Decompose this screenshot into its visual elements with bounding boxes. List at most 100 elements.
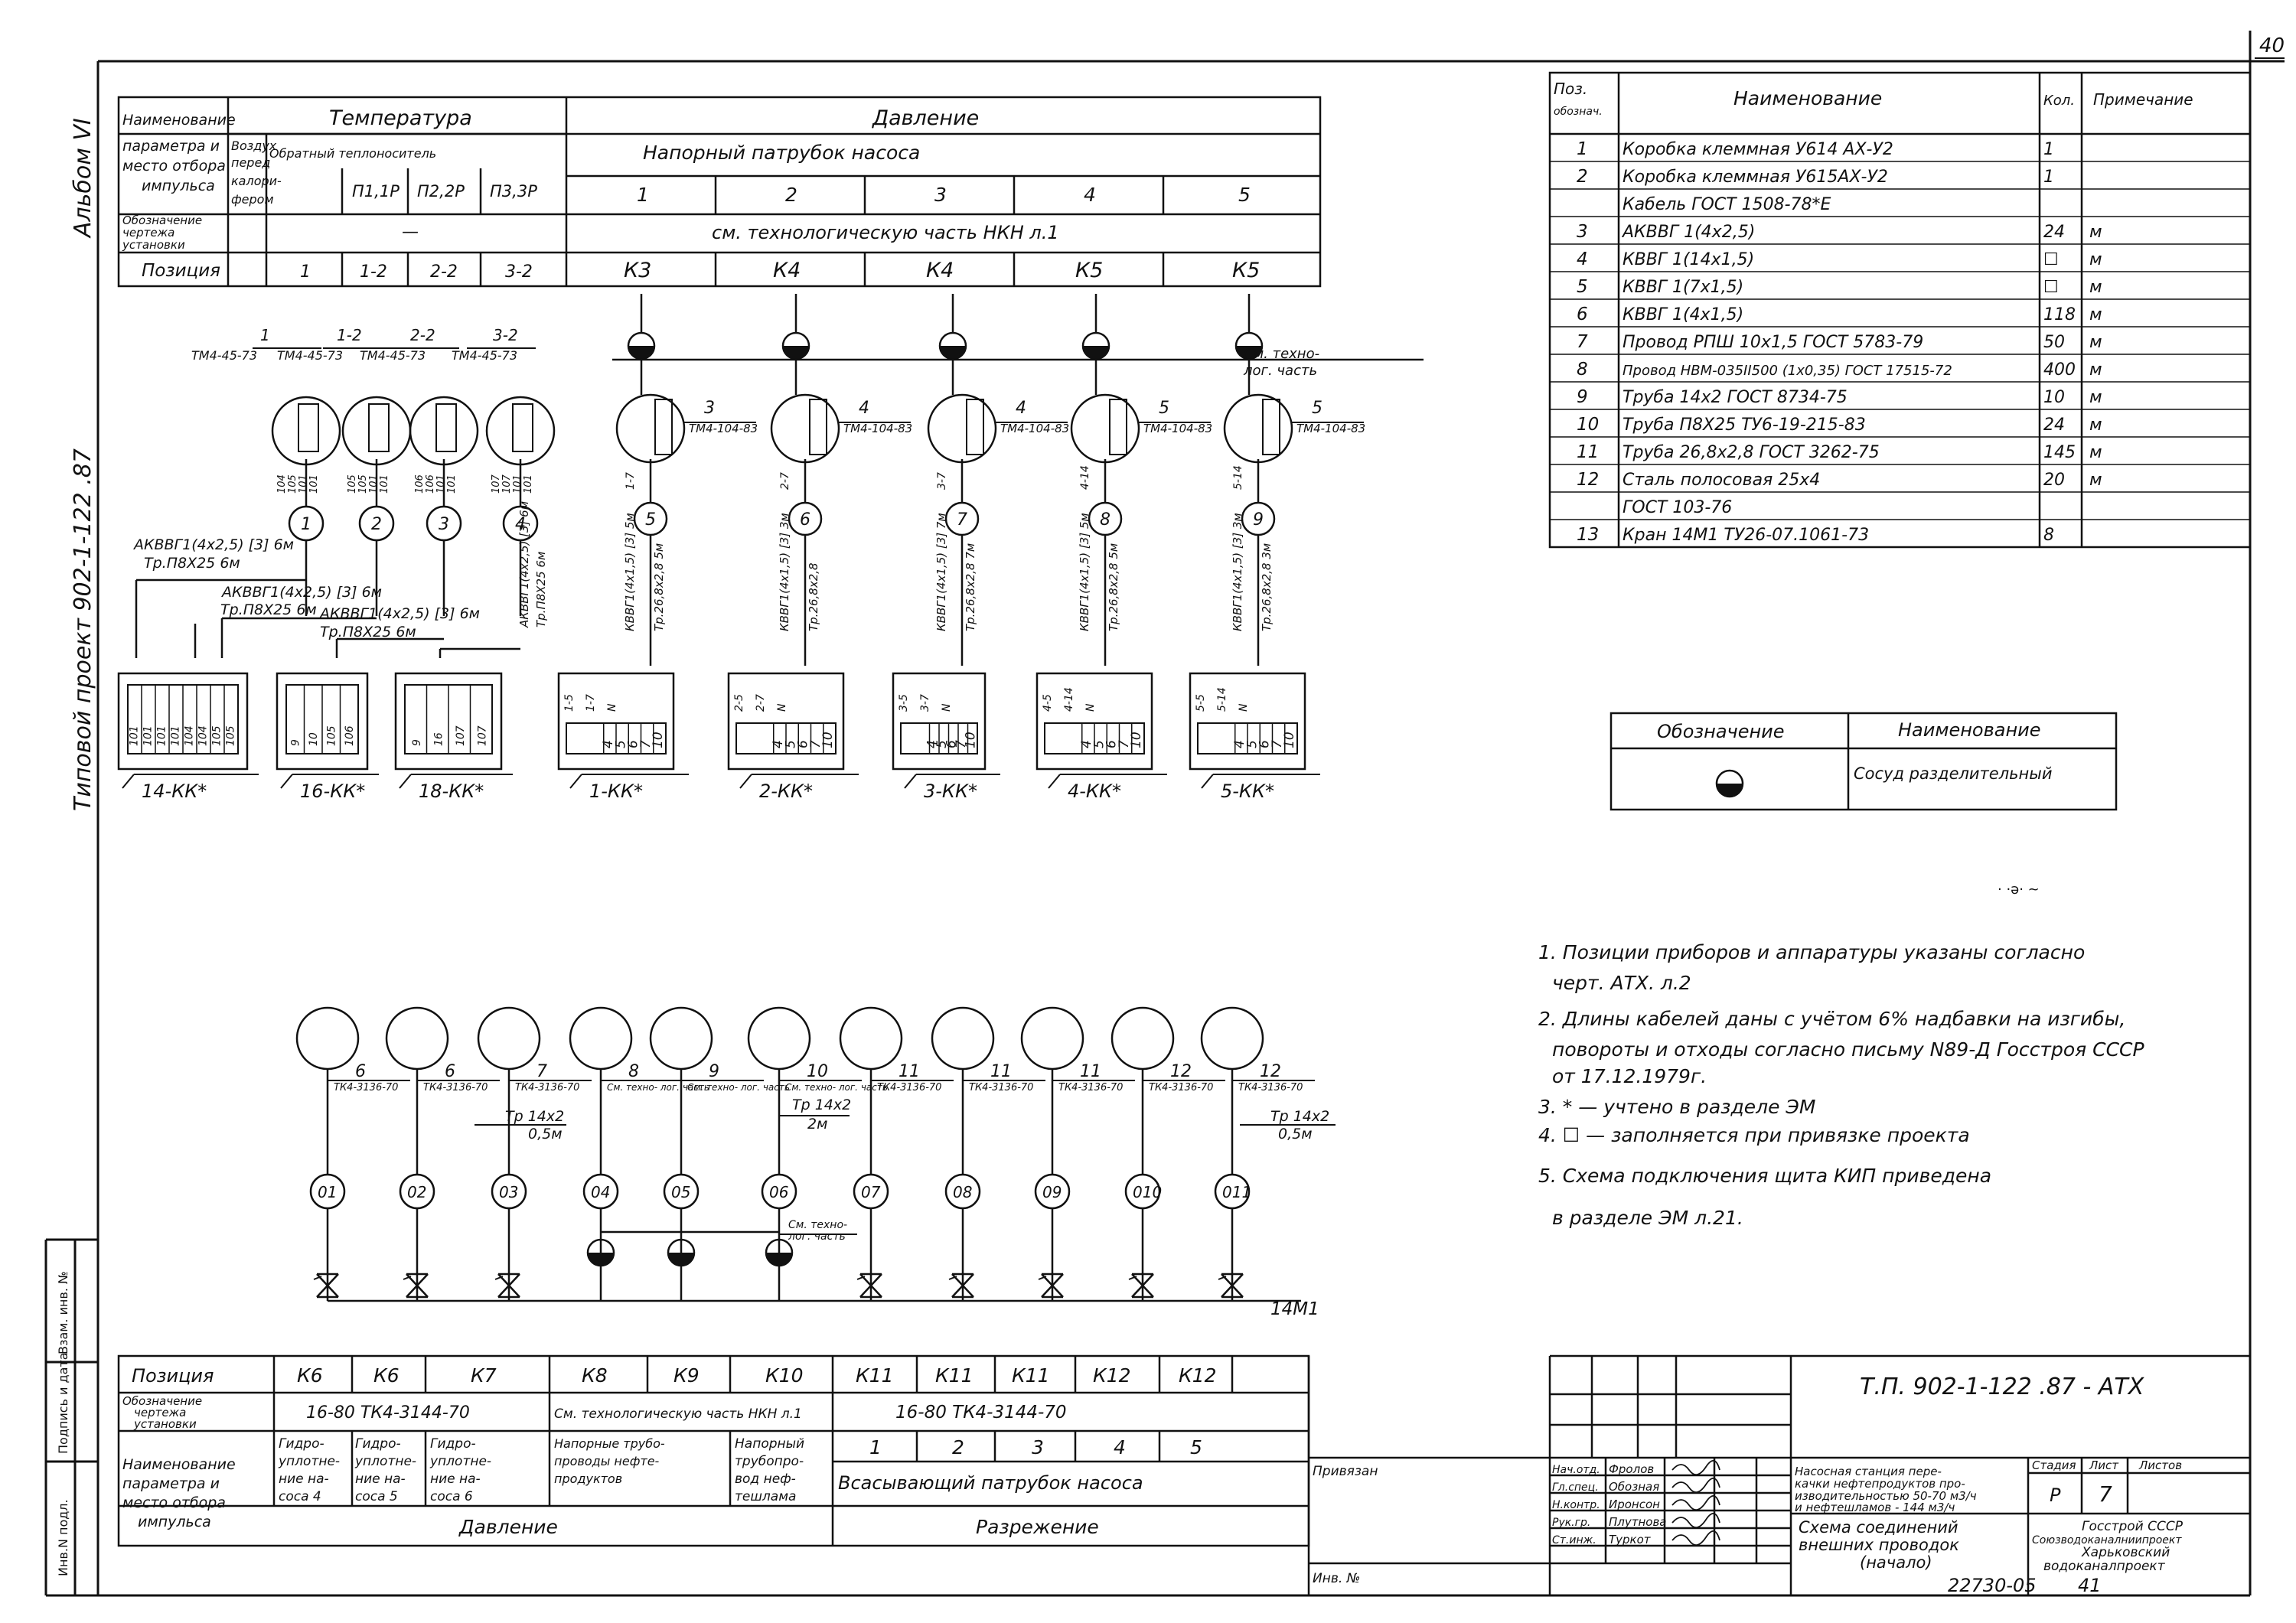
pump-outlet-label: Напорный патрубок насоса bbox=[643, 142, 920, 164]
bottom-circle-number: 01 bbox=[318, 1183, 337, 1201]
spec-row-unit: м bbox=[2089, 388, 2102, 407]
bottom-table-text: Позиция К6 К6 К7 К8 К9 К10 К11 К11 К11 К… bbox=[122, 1364, 1217, 1538]
shutoff-valve-icon bbox=[859, 1273, 882, 1299]
press-terminal-label: 10 bbox=[963, 732, 978, 748]
press-terminal-label: 5 bbox=[613, 740, 628, 748]
title-block bbox=[1307, 1354, 2250, 1595]
bottom-gauge-circle bbox=[295, 1006, 360, 1071]
vessel-note-1: См. техно- bbox=[788, 1219, 847, 1231]
spec-row-pos: 5 bbox=[1577, 277, 1588, 297]
pressure-num-1: 1 bbox=[637, 184, 649, 206]
press-sensor-tag: 1-7 bbox=[625, 472, 637, 490]
bottom-gauge-num: 12 bbox=[1260, 1062, 1281, 1081]
temp-wire-label: 101 bbox=[379, 474, 390, 494]
tb-signature bbox=[1671, 1513, 1720, 1528]
b-suction-num-4: 4 bbox=[1114, 1436, 1126, 1458]
bottom-sheet: 41 bbox=[2078, 1575, 2102, 1596]
air-label-2: перед bbox=[231, 155, 270, 170]
position-k4b: К4 bbox=[926, 259, 954, 282]
temp-sensor-circle bbox=[271, 396, 341, 466]
tb-role: Н.контр. bbox=[1552, 1499, 1600, 1511]
sheet-title-3: (начало) bbox=[1860, 1553, 1932, 1572]
spec-row-qty: 24 bbox=[2043, 416, 2065, 435]
b-param-cell-line: Гидро- bbox=[430, 1436, 476, 1452]
temp-sensor-type: ТМ4-45-73 bbox=[452, 348, 517, 363]
bottom-circle-number: 08 bbox=[953, 1183, 972, 1201]
temp-wire-label: 107 bbox=[491, 474, 502, 494]
b-param-cell-line: проводы нефте- bbox=[554, 1454, 660, 1468]
bottom-table bbox=[117, 1354, 1310, 1547]
temp-terminal-label: 107 bbox=[455, 725, 467, 746]
pipe-label-1: Тр 14х2 bbox=[505, 1108, 564, 1125]
b-position-label: Позиция bbox=[132, 1365, 214, 1387]
inv-label: Инв. № bbox=[1313, 1571, 1360, 1586]
spec-row-name: КВВГ 1(14х1,5) bbox=[1623, 250, 1754, 269]
press-sensor-num: 5 bbox=[1312, 399, 1322, 418]
press-sensor-tag: 3-7 bbox=[936, 472, 948, 490]
bottom-gauge-type: ТК4-3136-70 bbox=[334, 1082, 398, 1093]
temp-cable-1: АКВВГ1(4х2,5) [3] 6м bbox=[132, 536, 294, 553]
press-terminal-label: 6 bbox=[796, 740, 811, 748]
spec-row-name: Провод РПШ 10х1,5 ГОСТ 5783-79 bbox=[1623, 333, 1923, 352]
spec-row-name: Труба 26,8х2,8 ГОСТ 3262-75 bbox=[1623, 443, 1880, 462]
bottom-gauge-circle bbox=[1200, 1006, 1264, 1071]
temp-terminal-label: 9 bbox=[289, 739, 302, 746]
note-1b: черт. АТХ. л.2 bbox=[1552, 972, 1691, 994]
object-name-1: Насосная станция пере- bbox=[1795, 1465, 1942, 1478]
press-terminal-label: 7 bbox=[808, 740, 823, 748]
valve-handle bbox=[948, 1276, 957, 1280]
drawing-temp: — bbox=[402, 223, 419, 242]
temp-terminal-label: 101 bbox=[170, 725, 182, 746]
spec-row-qty: 1 bbox=[2043, 168, 2054, 187]
valve-handle bbox=[1218, 1276, 1227, 1280]
b-param-cell-line: тешлама bbox=[735, 1489, 796, 1504]
b-pressure-label: Давление bbox=[458, 1516, 558, 1538]
press-terminal-label: 5 bbox=[783, 740, 798, 748]
temp-box-name: 14-КК* bbox=[142, 781, 207, 802]
temp-terminal-label: 105 bbox=[325, 725, 338, 746]
spec-row-qty: 50 bbox=[2043, 333, 2065, 352]
press-note-1: См. техно- bbox=[1244, 346, 1319, 362]
param-label-1: Наименование bbox=[122, 112, 236, 129]
bottom-gauge-circle bbox=[1020, 1006, 1084, 1071]
b-pos-k6b: К6 bbox=[373, 1364, 400, 1387]
sheets-header: Листов bbox=[2138, 1458, 2182, 1472]
tb-signature bbox=[1671, 1530, 1720, 1546]
pressure-num-2: 2 bbox=[785, 184, 797, 206]
spec-row-name: Кабель ГОСТ 1508-78*Е bbox=[1623, 195, 1831, 214]
tb-roles: Нач.отд.ФроловГл.спец.ОбознаяН.контр.Иро… bbox=[1552, 1460, 1720, 1546]
sheet-title-1: Схема соединений bbox=[1799, 1518, 1958, 1537]
press-box-name: 4-КК* bbox=[1068, 781, 1121, 802]
temp-junction-box bbox=[117, 672, 249, 771]
press-terminal-tag: 2-5 bbox=[733, 694, 745, 712]
spec-row-name: Провод НВМ-035II500 (1х0,35) ГОСТ 17515-… bbox=[1623, 363, 1952, 379]
tb-name: Фролов bbox=[1609, 1462, 1654, 1476]
bottom-gauge-circle bbox=[477, 1006, 541, 1071]
bottom-circle-number: 07 bbox=[861, 1183, 881, 1201]
param-label-3: место отбора bbox=[122, 158, 226, 174]
separation-vessel-icon-fill bbox=[628, 346, 654, 359]
bottom-gauge-type: ТК4-3136-70 bbox=[1058, 1082, 1123, 1093]
spec-row-pos: 11 bbox=[1577, 442, 1599, 462]
press-terminal-label: 10 bbox=[1129, 732, 1144, 748]
press-sensor-type: ТМ4-104-83 bbox=[843, 422, 912, 435]
bottom-gauge-circle bbox=[385, 1006, 449, 1071]
press-pipe: Тр.26,8х2,8 7м bbox=[964, 543, 977, 631]
temp-sensor-pos: 1 bbox=[260, 326, 270, 344]
bottom-gauge-circle bbox=[839, 1006, 903, 1071]
temp-circle-number: 3 bbox=[439, 515, 449, 534]
press-terminal-label: 5 bbox=[1091, 740, 1107, 748]
pipe-label-2b: 2м bbox=[807, 1116, 827, 1133]
temp-circle-number: 4 bbox=[515, 515, 526, 534]
press-circle-number: 7 bbox=[957, 510, 967, 530]
press-terminal-label: 5 bbox=[1244, 740, 1260, 748]
vessel-note-2: лог. часть bbox=[788, 1230, 846, 1243]
b-suction-label: Всасывающий патрубок насоса bbox=[838, 1472, 1143, 1494]
shutoff-valve-icon bbox=[316, 1273, 339, 1299]
temp-wire-label: 106 bbox=[425, 474, 436, 494]
press-junction-box bbox=[1189, 672, 1306, 771]
b-param-label-4: импульса bbox=[138, 1514, 211, 1530]
press-circle-marker bbox=[1241, 501, 1276, 536]
temp-box-name-tick bbox=[399, 774, 412, 789]
